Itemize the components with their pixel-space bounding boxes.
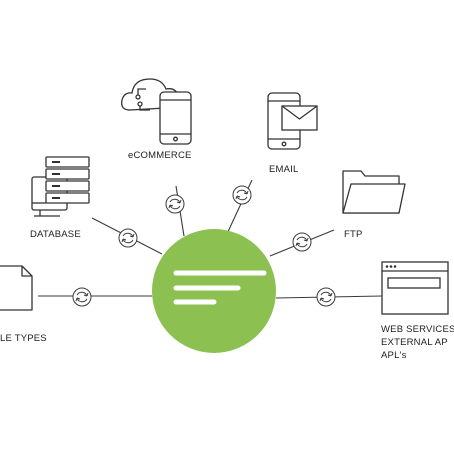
hub-circle	[152, 229, 276, 353]
sync-icon	[72, 287, 92, 307]
cloud-phone-icon	[121, 78, 192, 145]
sync-icon	[118, 228, 138, 248]
phone-envelope-icon	[267, 92, 318, 150]
document-icon	[0, 265, 33, 311]
ftp-label: FTP	[344, 229, 363, 240]
sync-icons	[72, 185, 336, 307]
database-label: DATABASE	[30, 229, 81, 240]
web-services-label-line-3: APL's	[381, 350, 407, 361]
web-services-label-line-2: EXTERNAL AP	[381, 337, 448, 348]
sync-icon	[232, 185, 252, 205]
hub-lines-icon	[173, 270, 267, 305]
browser-window-icon	[381, 261, 449, 315]
hub	[152, 229, 276, 353]
folder-icon	[342, 170, 406, 214]
sync-icon	[165, 194, 185, 214]
sync-icon	[292, 232, 312, 252]
server-icon	[31, 156, 90, 217]
sync-icon	[316, 287, 336, 307]
email-label: EMAIL	[269, 164, 299, 175]
ecommerce-label: eCOMMERCE	[128, 150, 192, 161]
web-services-label-line-1: WEB SERVICES	[381, 324, 454, 335]
file-types-label: LE TYPES	[0, 333, 47, 344]
